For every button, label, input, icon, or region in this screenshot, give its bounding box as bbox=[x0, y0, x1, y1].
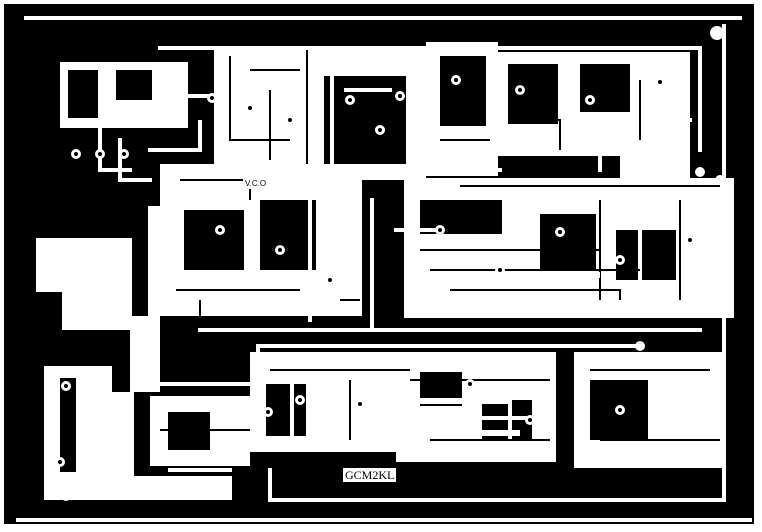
vco-label: V.C.O bbox=[243, 178, 269, 189]
traces bbox=[16, 16, 752, 522]
fine-traces bbox=[160, 56, 720, 441]
board-marking: GCM2KL bbox=[343, 468, 397, 482]
drill-holes bbox=[58, 78, 692, 464]
ic-pad-rows bbox=[156, 68, 600, 436]
